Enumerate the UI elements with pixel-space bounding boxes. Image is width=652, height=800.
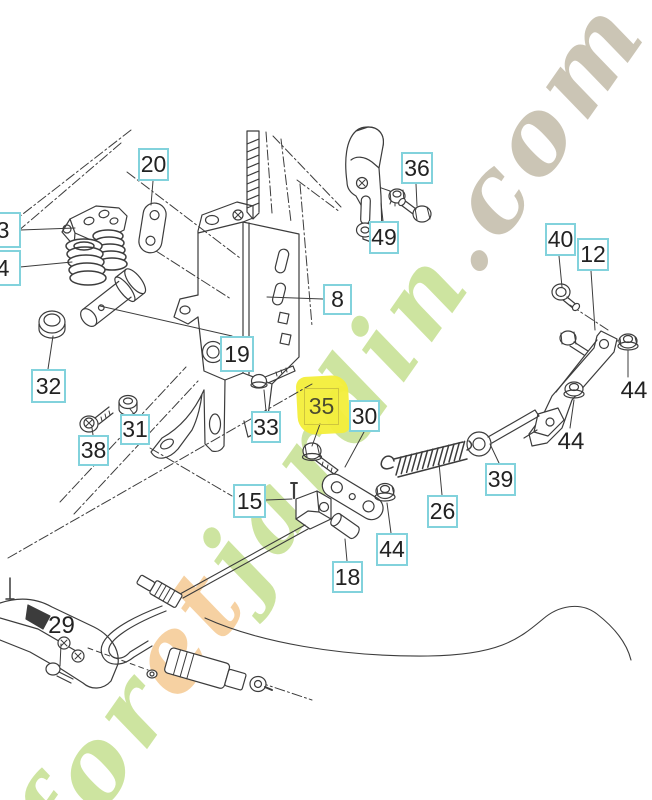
part-drawing-39-eyebolt <box>466 409 540 457</box>
part-drawing-44-nut-right <box>617 333 639 351</box>
part-label-8: 8 <box>323 284 352 315</box>
part-label-44b: 44 <box>557 428 585 455</box>
part-label-38: 38 <box>78 435 109 466</box>
part-label-30: 30 <box>349 400 380 432</box>
part-drawing-35-bolt <box>301 442 339 475</box>
part-drawing-40-screw <box>551 283 581 312</box>
part-drawing-44-nut-lower <box>563 381 585 399</box>
part-drawing-threaded-rod <box>246 130 260 220</box>
part-label-19: 19 <box>220 336 254 372</box>
part-drawing-38-screw <box>79 406 114 433</box>
part-drawing-19-pin <box>80 268 147 327</box>
part-label-3: 3 <box>0 212 21 248</box>
part-label-31: 31 <box>120 414 150 445</box>
part-drawing-33-bolt <box>250 365 296 389</box>
part-label-26: 26 <box>427 495 458 528</box>
part-label-49: 49 <box>369 221 399 254</box>
part-drawing-4-springs <box>65 229 128 286</box>
part-drawing-32-cap <box>38 310 66 339</box>
part-label-32: 32 <box>31 369 66 403</box>
part-label-40: 40 <box>545 223 576 256</box>
part-drawing-44-nut-center <box>374 482 396 502</box>
part-label-44a: 44 <box>376 533 408 566</box>
part-label-39: 39 <box>485 463 516 496</box>
part-label-15: 15 <box>233 484 266 518</box>
part-label-33: 33 <box>251 411 281 443</box>
part-label-29: 29 <box>48 612 75 639</box>
part-drawing-20-spacer <box>138 202 167 254</box>
part-drawing-30-link <box>321 473 384 521</box>
part-label-4: 4 <box>0 250 21 286</box>
leader-lines <box>19 180 629 667</box>
phantom-lines <box>7 129 621 701</box>
part-drawing-31-nut <box>118 394 138 416</box>
part-drawing-29-fragment <box>0 577 158 689</box>
part-label-18: 18 <box>332 561 363 593</box>
part-label-12: 12 <box>577 238 609 271</box>
part-drawing-15-clevis <box>290 482 332 530</box>
part-drawing-18-pin <box>330 512 360 540</box>
part-label-36: 36 <box>401 152 433 184</box>
part-drawing-cable <box>100 524 632 693</box>
part-label-35: 35 <box>304 388 339 425</box>
part-label-20: 20 <box>138 148 169 181</box>
part-label-44c: 44 <box>620 377 648 404</box>
part-drawing-26-spring <box>380 440 473 478</box>
part-drawing-36-bolt <box>398 197 432 223</box>
